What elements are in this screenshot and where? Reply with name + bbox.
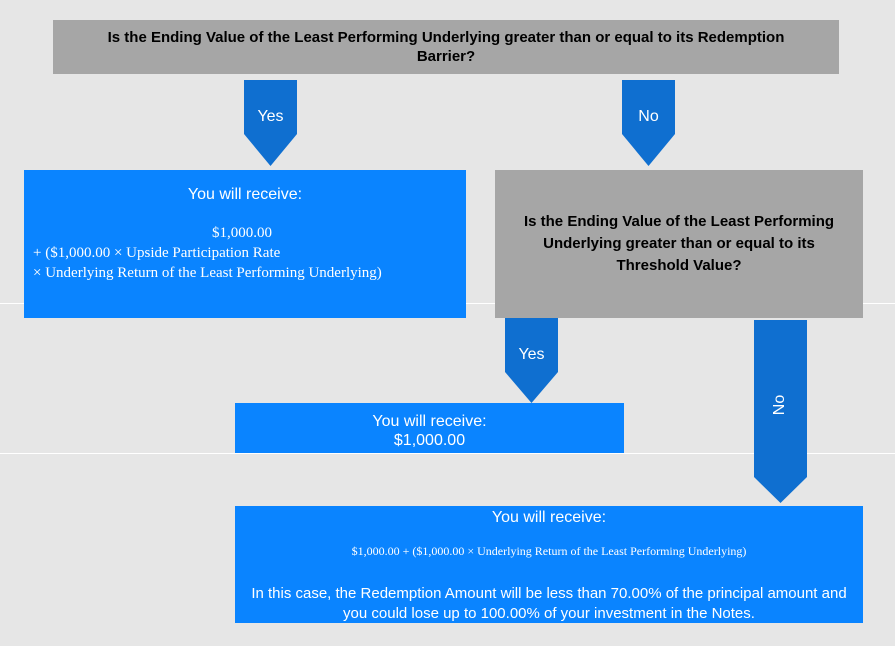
outcome-2-heading: You will receive: (372, 413, 487, 430)
no-arrow-1 (622, 80, 675, 166)
no-label-2: No (771, 394, 788, 416)
outcome-1-line-2: + ($1,000.00 × Upside Participation Rate (33, 245, 281, 261)
outcome-1-heading: You will receive: (187, 186, 303, 203)
outcome-3-formula: $1,000.00 + ($1,000.00 × Underlying Retu… (351, 544, 747, 558)
outcome-2-amount: $1,000.00 (393, 432, 466, 449)
outcome-principal-loss: You will receive: $1,000.00 + ($1,000.00… (235, 506, 863, 623)
yes-arrow-2 (505, 318, 558, 403)
question-redemption-barrier-text: Is the Ending Value of the Least Perform… (107, 29, 785, 65)
no-arrow-2 (754, 320, 807, 503)
yes-label-2: Yes (518, 346, 545, 363)
yes-label-1: Yes (257, 108, 284, 125)
outcome-principal-returned: You will receive: $1,000.00 (235, 403, 624, 453)
outcome-1-amount: $1,000.00 (212, 225, 272, 241)
outcome-upside-participation: You will receive: $1,000.00 + ($1,000.00… (24, 170, 466, 318)
question-threshold-value: Is the Ending Value of the Least Perform… (495, 170, 863, 318)
separator-line (0, 453, 895, 454)
outcome-1-line-3: × Underlying Return of the Least Perform… (33, 265, 382, 281)
no-label-1: No (638, 108, 659, 125)
outcome-1-formula: $1,000.00 + ($1,000.00 × Upside Particip… (33, 223, 463, 283)
yes-arrow-1 (244, 80, 297, 166)
question-redemption-barrier: Is the Ending Value of the Least Perform… (53, 20, 839, 74)
question-threshold-value-text: Is the Ending Value of the Least Perform… (523, 213, 835, 274)
outcome-3-note: In this case, the Redemption Amount will… (251, 585, 847, 622)
outcome-3-heading: You will receive: (491, 509, 607, 526)
